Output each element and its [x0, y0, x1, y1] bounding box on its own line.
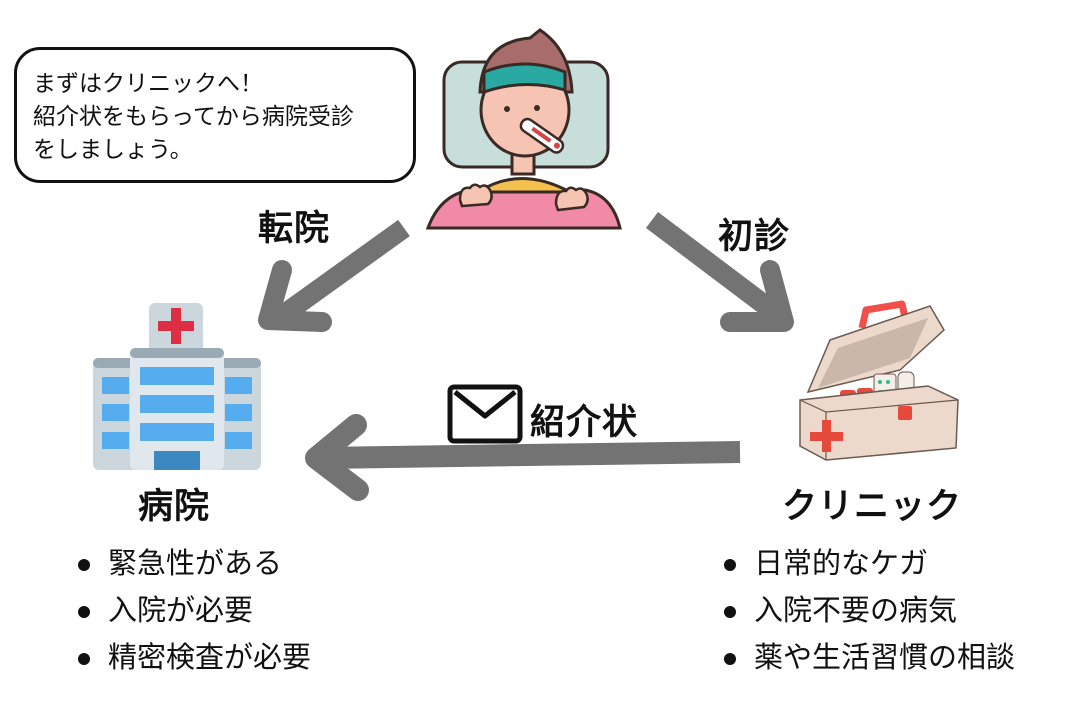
thermometer-icon [519, 117, 565, 154]
cold-compress [482, 62, 567, 95]
list-item: 日常的なケガ [720, 540, 1015, 587]
list-item: 薬や生活習慣の相談 [720, 634, 1015, 681]
hospital-building-icon [93, 303, 261, 470]
speech-bubble: まずはクリニックへ！ 紹介状をもらってから病院受診 をしましょう。 [14, 47, 416, 183]
sick-patient-in-bed-icon [425, 28, 622, 230]
list-item: 入院不要の病気 [720, 587, 1015, 634]
first-visit-label: 初診 [718, 217, 791, 257]
shirt [472, 177, 571, 194]
speech-bubble-text: まずはクリニックへ！ 紹介状をもらってから病院受診 をしましょう。 [33, 71, 354, 163]
first-aid-kit-icon [799, 300, 959, 461]
arrow-to-clinic [645, 212, 794, 332]
hospital-criteria-list: 緊急性がある 入院が必要 精密検査が必要 [74, 540, 311, 681]
list-item: 精密検査が必要 [74, 634, 311, 681]
clinic-criteria-list: 日常的なケガ 入院不要の病気 薬や生活習慣の相談 [720, 540, 1015, 681]
arrow-to-hospital [258, 219, 410, 332]
clinic-title: クリニック [782, 487, 963, 527]
transfer-label: 転院 [258, 209, 331, 249]
arrow-referral [305, 414, 741, 501]
blanket [425, 188, 622, 230]
envelope-icon [447, 384, 523, 444]
referral-letter-label: 紹介状 [530, 403, 639, 443]
list-item: 緊急性がある [74, 540, 311, 587]
hospital-title: 病院 [138, 487, 211, 527]
list-item: 入院が必要 [74, 587, 311, 634]
